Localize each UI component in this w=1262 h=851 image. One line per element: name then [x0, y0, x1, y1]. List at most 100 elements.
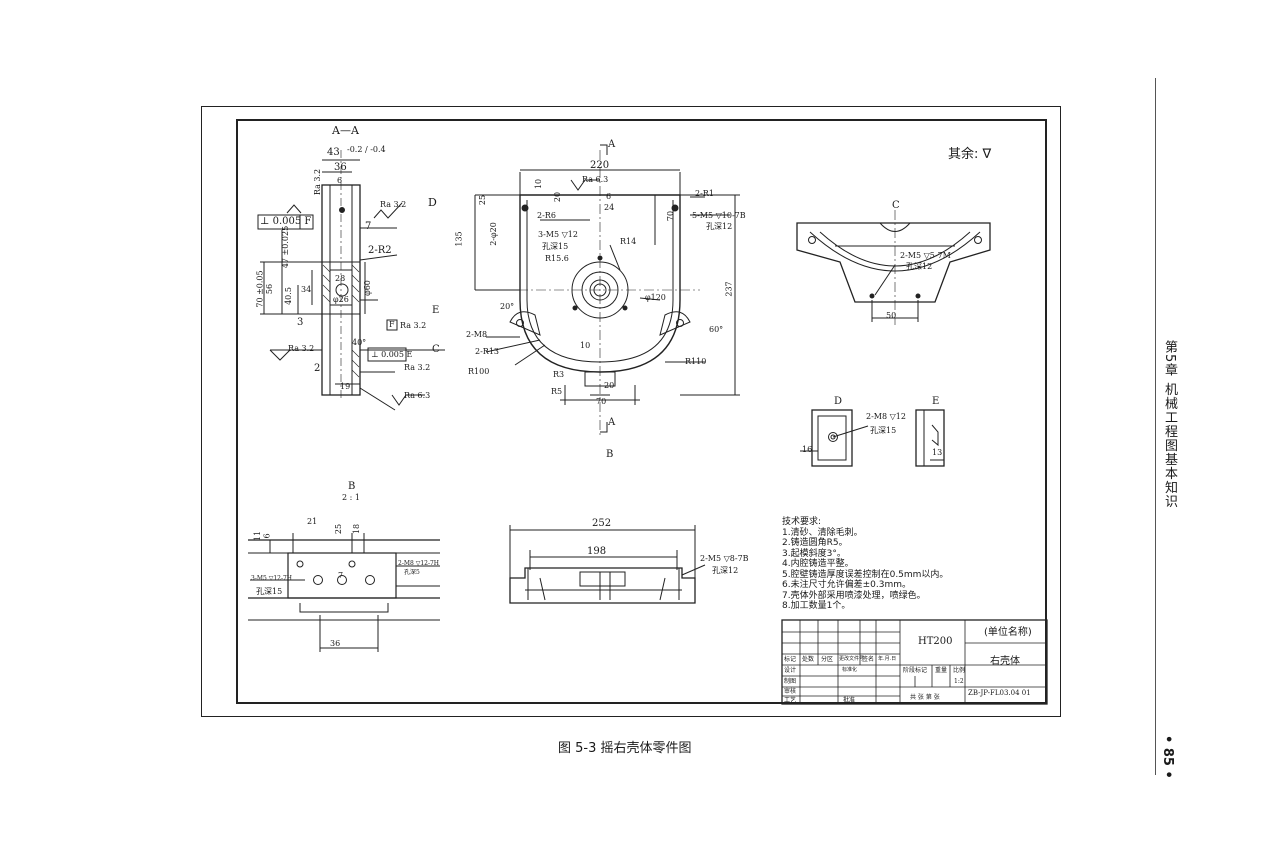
- view-c: [796, 210, 991, 325]
- hole-depth-12a: 孔深12: [706, 222, 733, 231]
- chapter-header: 第5章 机械工程图基本知识: [1162, 340, 1177, 509]
- section-aa-label: A—A: [332, 124, 359, 137]
- ra63-front: Ra 6.3: [582, 175, 609, 184]
- view-d-label: D: [834, 396, 843, 407]
- dim-34: 34: [301, 285, 312, 294]
- tech-req-item: 4.内腔铸造平整。: [782, 559, 854, 569]
- angle-20: 20°: [500, 302, 515, 311]
- tb-review: 审核: [784, 688, 797, 695]
- dim-3m5-b: 3-M5 ▽12-7H: [251, 575, 293, 582]
- title-block: [781, 619, 1048, 705]
- dim-10: 10: [534, 178, 544, 190]
- part-name: 右壳体: [990, 656, 1020, 667]
- dim-10b: 10: [580, 341, 591, 350]
- hole-depth-12c: 孔深12: [906, 262, 933, 271]
- perpendicularity-e: ⊥ 0.005 E: [371, 350, 413, 359]
- tb-ratio: 比例: [953, 667, 966, 674]
- tech-req-heading: 技术要求:: [782, 517, 822, 527]
- dim-phi120: φ120: [645, 293, 666, 302]
- hole-depth-5: 孔深5: [404, 569, 420, 576]
- dim-2m5-e: 2-M5 ▽8-7B: [700, 554, 749, 563]
- tech-req-item: 5.腔壁铸造厚度误差控制在0.5mm以内。: [782, 569, 949, 580]
- tb-change-doc: 更改文件号: [839, 656, 865, 662]
- b-arrow-label: B: [606, 449, 614, 460]
- unit-name: (单位名称): [984, 627, 1032, 638]
- hole-depth-15: 孔深15: [542, 242, 569, 251]
- surface-roughness-note: 其余: ∇: [948, 147, 992, 162]
- dim-25-b: 25: [334, 523, 344, 535]
- datum-f: F: [389, 320, 395, 329]
- dim-19: 19: [340, 382, 351, 391]
- view-e-label: E: [932, 396, 940, 407]
- dim-r15-6: R15.6: [545, 254, 569, 263]
- angle-60: 60°: [709, 325, 724, 334]
- tb-standard: 标准化: [842, 667, 858, 673]
- dim-50: 50: [886, 311, 897, 320]
- figure-caption: 图 5-3 摇右壳体零件图: [558, 741, 692, 756]
- view-e: [915, 409, 945, 467]
- view-c-label: C: [892, 200, 900, 211]
- tech-req-item: 8.加工数量1个。: [782, 601, 851, 611]
- dim-43: 43: [327, 147, 340, 158]
- dim-2m8-d: 2-M8 ▽12: [866, 412, 906, 421]
- dim-2m5-c: 2-M5 ▽5-7M: [900, 251, 951, 260]
- tb-process: 工艺: [784, 697, 797, 704]
- bottom-view: [509, 525, 706, 604]
- e-direction-label: E: [432, 305, 440, 316]
- dim-phi26: φ26: [333, 295, 349, 304]
- dim-2m8: 2-M8: [466, 330, 488, 339]
- drawing-number: ZB-JP-FL03.04 01: [968, 689, 1031, 697]
- dim-2phi20: 2-φ20: [488, 222, 498, 246]
- tb-weight: 重量: [935, 667, 948, 674]
- tech-req-item: 7.壳体外部采用喷漆处理，喷绿色。: [782, 590, 926, 601]
- dim-6-b: 6: [262, 533, 272, 539]
- dim-r5: R5: [551, 387, 563, 396]
- dim-25: 25: [478, 194, 488, 206]
- perpendicularity-f: ⊥ 0.005 F: [260, 216, 312, 227]
- dim-2r6: 2-R6: [537, 211, 556, 220]
- dim-5m5: 5-M5 ▽10-7B: [692, 211, 746, 220]
- dim-2r1: 2-R1: [695, 189, 714, 198]
- angle-40: 40°: [352, 338, 367, 347]
- dim-70-front: 70: [666, 210, 676, 222]
- page-number: • 85 •: [1160, 735, 1175, 779]
- dim-2r13: 2-R13: [475, 347, 499, 356]
- tb-count: 处数: [802, 656, 815, 663]
- dim-r3: R3: [553, 370, 565, 379]
- d-direction-label: D: [428, 196, 437, 209]
- tb-draft: 制图: [784, 678, 797, 685]
- ra32-b: Ra 3.2: [380, 200, 407, 209]
- material: HT200: [918, 636, 953, 647]
- section-aa-view: [257, 150, 445, 411]
- dim-18: 18: [352, 523, 362, 535]
- tech-req-item: 2.铸造圆角R5。: [782, 538, 848, 548]
- dim-13: 13: [932, 448, 943, 457]
- dim-135: 135: [454, 231, 464, 247]
- dim-24: 24: [604, 203, 615, 212]
- dim-36: 36: [334, 162, 347, 173]
- tech-req-item: 6.未注尺寸允许偏差±0.3mm。: [782, 580, 911, 590]
- dim-2m8-b: 2-M8 ▽12-7H: [398, 560, 440, 567]
- dim-198: 198: [587, 546, 607, 557]
- dim-220: 220: [590, 160, 610, 171]
- ra32-d: Ra 3.2: [288, 344, 315, 353]
- dim-6: 6: [337, 176, 343, 185]
- ra32-e: Ra 3.2: [404, 363, 431, 372]
- hole-depth-15b: 孔深15: [870, 426, 897, 435]
- a-arrow-bottom: A: [608, 417, 616, 428]
- dim-47: 47 ±0.025: [281, 225, 291, 269]
- ra63-left: Ra 6.3: [404, 391, 431, 400]
- dim-r100: R100: [468, 367, 490, 376]
- dim-r14: R14: [620, 237, 637, 246]
- dim-28: 28: [335, 274, 346, 283]
- tb-sign: 签名: [862, 656, 875, 663]
- dim-36-b: 36: [330, 639, 341, 648]
- dim-16: 16: [802, 445, 813, 454]
- tb-sheets: 共 张 第 张: [910, 694, 940, 701]
- dim-7-b: 7: [338, 571, 344, 580]
- view-b: [248, 533, 440, 652]
- dim-phi60: φ60: [362, 280, 372, 296]
- dim-6: 6: [606, 192, 612, 201]
- dim-3: 3: [297, 317, 304, 328]
